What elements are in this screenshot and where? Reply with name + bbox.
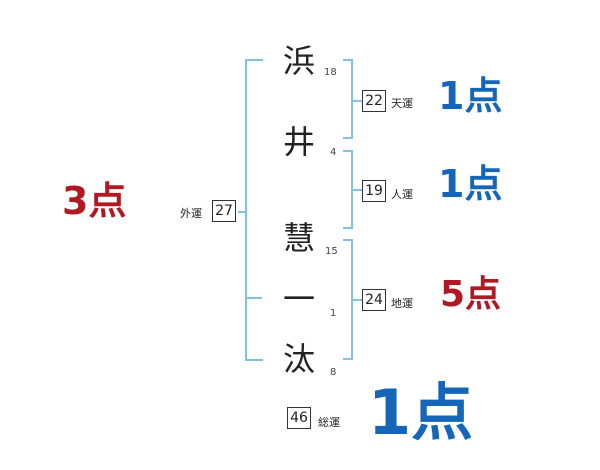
name-char-3: 慧: [282, 219, 315, 257]
chikaku-bracket: [343, 239, 353, 360]
jinkaku-bracket: [343, 150, 353, 229]
chikaku-value-box: 24: [362, 289, 386, 311]
stroke-count-5: 8: [330, 367, 337, 378]
tenkaku-value-box: 22: [362, 90, 386, 112]
gaikaku-value-box: 27: [212, 200, 236, 222]
name-char-2: 井: [282, 123, 315, 161]
tenkaku-label: 天運: [391, 97, 413, 110]
jinkaku-score: 1点: [438, 162, 503, 206]
outer-bracket: [245, 59, 263, 361]
chikaku-label: 地運: [391, 297, 413, 310]
jinkaku-value-box: 19: [362, 180, 386, 202]
jinkaku-label: 人運: [391, 188, 413, 201]
gaikaku-label: 外運: [180, 207, 202, 220]
name-char-4: 一: [282, 280, 315, 318]
name-char-5: 汰: [282, 340, 315, 378]
stroke-count-1: 18: [324, 67, 337, 78]
stroke-count-2: 4: [330, 147, 337, 158]
chikaku-score: 5点: [440, 274, 502, 315]
tenkaku-score: 1点: [438, 74, 503, 118]
soukaku-label: 総運: [318, 416, 340, 429]
stroke-count-4: 1: [330, 308, 337, 319]
name-char-1: 浜: [282, 42, 315, 80]
soukaku-score: 1点: [368, 376, 474, 449]
tenkaku-bracket: [343, 59, 353, 139]
gaikaku-score: 3点: [62, 179, 127, 223]
soukaku-value-box: 46: [287, 407, 311, 429]
stroke-count-3: 15: [325, 246, 338, 257]
